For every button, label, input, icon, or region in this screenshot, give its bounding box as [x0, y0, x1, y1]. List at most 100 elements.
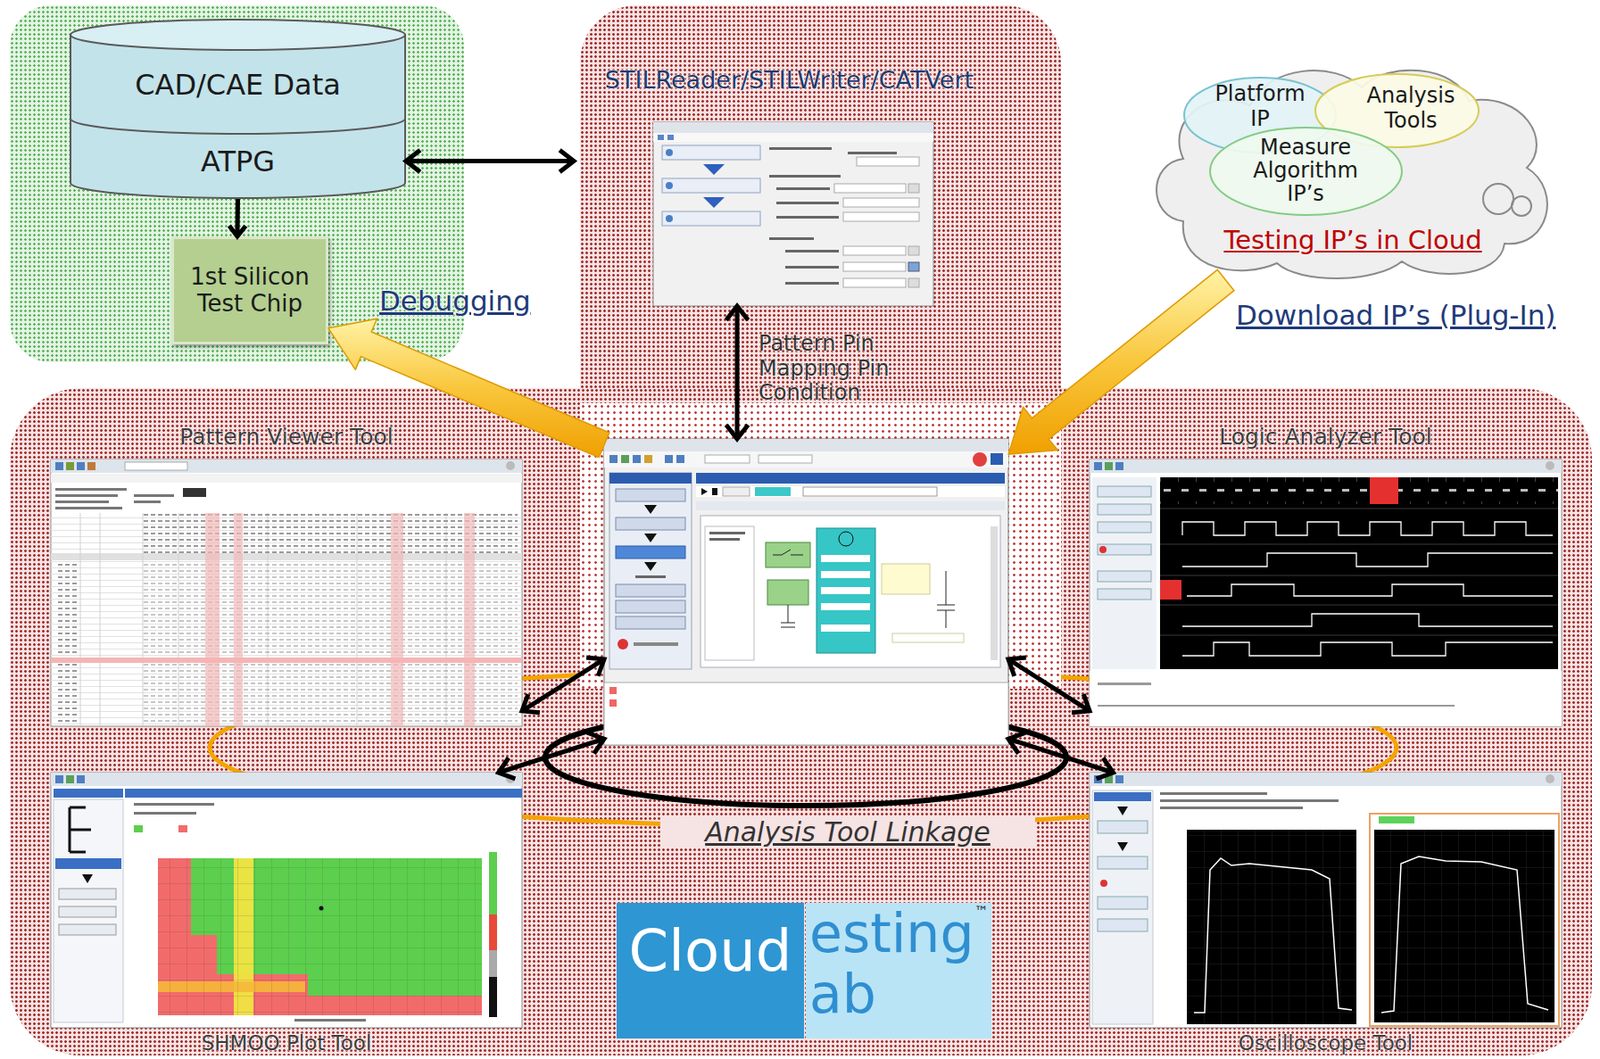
- tool-panel: SHMOO Plot Tool: [50, 772, 523, 1057]
- ip-ellipse: Measure Algorithm IP’s: [1209, 126, 1403, 216]
- stil-converter-screenshot-part: [785, 249, 839, 253]
- stil-converter-screenshot-part: [908, 183, 920, 193]
- stil-converter-screenshot-part: [657, 134, 664, 141]
- pattern-viewer-screenshot-part: [50, 657, 523, 664]
- shmoo-plot-screenshot-part: [124, 788, 523, 798]
- shmoo-plot-screenshot-part: [178, 825, 188, 833]
- main-tool-screenshot-part: [767, 580, 809, 606]
- double-arrow: [522, 657, 605, 713]
- main-tool-screenshot-part: [765, 542, 811, 568]
- arrow-head: [1071, 694, 1090, 713]
- stil-converter-screenshot-part: [908, 278, 920, 288]
- double-arrow: [1008, 657, 1090, 713]
- logic-analyzer-screenshot-part: [1545, 461, 1555, 471]
- text-slot: Download IP’s (Plug-In): [1235, 299, 1556, 332]
- logic-analyzer-screenshot-part: [1092, 477, 1157, 670]
- shmoo-plot-screenshot-part: [294, 1019, 366, 1022]
- text-slot: Oscilloscope Tool: [1089, 1031, 1562, 1055]
- stil-converter-screenshot: [653, 122, 934, 307]
- main-tool-screenshot-part: [604, 451, 1009, 468]
- main-tool-screenshot-part: [704, 455, 750, 464]
- shmoo-plot-screenshot-part: [489, 852, 498, 915]
- ellipse-text: Analysis Tools: [1358, 83, 1464, 133]
- main-tool-screenshot-part: [676, 455, 685, 464]
- oscilloscope-screenshot-part: [1089, 772, 1562, 1028]
- arrow-head: [1008, 657, 1027, 677]
- arrow-shaft: [234, 198, 241, 237]
- block-arrow: [328, 318, 610, 457]
- main-tool-screenshot-part: [609, 687, 617, 695]
- logic-analyzer-screenshot-part: [1160, 477, 1559, 670]
- tool-panel: Oscilloscope Tool: [1089, 772, 1562, 1057]
- oscilloscope-screenshot-part: [1378, 816, 1415, 824]
- shmoo-plot-screenshot-part: [50, 772, 523, 787]
- logic-analyzer-screenshot-part: [1089, 459, 1562, 473]
- main-tool-screenshot-part: [936, 571, 955, 629]
- logic-analyzer-screenshot-part-part: [1182, 642, 1553, 656]
- main-tool-screenshot-part: [772, 549, 804, 556]
- main-tool-screenshot-part: [632, 455, 641, 464]
- oscilloscope-screenshot-part: [1097, 919, 1148, 932]
- converter-title: STILReader/STILWriter/CATVert: [573, 66, 1005, 94]
- arrow-head: [229, 225, 246, 237]
- shmoo-plot-screenshot-part: [53, 788, 124, 798]
- pattern-viewer-screenshot-part: [142, 513, 518, 554]
- oscilloscope-screenshot-part: [1097, 820, 1148, 834]
- arrow-shaft: [735, 306, 740, 440]
- oscilloscope-screenshot-part: [1374, 829, 1555, 1023]
- oscilloscope-screenshot-part: [1160, 806, 1303, 810]
- pattern-viewer-screenshot-part: [182, 488, 207, 498]
- pattern-viewer-screenshot-part: [124, 462, 188, 471]
- arrow-head: [1096, 757, 1114, 779]
- text-slot: esting: [809, 903, 974, 965]
- shmoo-plot-screenshot-part: [489, 977, 498, 1018]
- text-slot: Analysis Tools: [1358, 83, 1464, 133]
- logo-text: esting: [809, 903, 974, 965]
- main-tool-screenshot-part: [615, 489, 686, 502]
- logic-analyzer-screenshot-part-part: [1186, 584, 1553, 597]
- main-tool-screenshot-part: [696, 472, 1005, 484]
- logic-analyzer-screenshot-part: [1097, 704, 1455, 707]
- text-slot: ™: [974, 903, 989, 921]
- linkage-label: Analysis Tool Linkage: [660, 817, 1036, 849]
- logo-text: ab: [809, 963, 877, 1026]
- cloud-puff: [1511, 196, 1532, 216]
- tool-panel: Logic Analyzer Tool: [1089, 421, 1562, 727]
- pattern-viewer-screenshot-part: [76, 462, 85, 471]
- shmoo-plot-screenshot-part: [76, 775, 85, 784]
- stil-converter-screenshot-part: [769, 237, 814, 241]
- stil-converter-screenshot-part: [908, 246, 920, 256]
- logic-analyzer-screenshot-part: [1097, 588, 1152, 600]
- oscilloscope-screenshot-part: [1186, 829, 1357, 1025]
- pattern-viewer-screenshot-part: [55, 500, 109, 504]
- database-text: CAD/CAE Data: [69, 68, 407, 102]
- pattern-viewer-screenshot-part: [142, 562, 518, 727]
- shmoo-plot-screenshot-part: [133, 825, 143, 833]
- block-arrow-body: [328, 318, 610, 457]
- cloud-outline: [1156, 70, 1548, 279]
- logic-analyzer-screenshot-part-part: [1182, 522, 1553, 536]
- shmoo-plot-screenshot-part: [133, 812, 197, 815]
- block-arrow: [1008, 269, 1235, 455]
- shmoo-plot-screenshot-part: [69, 807, 92, 853]
- main-tool-screenshot-part: [635, 575, 666, 579]
- shmoo-plot-screenshot: [50, 772, 523, 1028]
- tool-caption: Oscilloscope Tool: [1089, 1031, 1562, 1055]
- text-slot: ATPG: [69, 145, 407, 179]
- pattern-viewer-screenshot-part: [50, 459, 523, 473]
- pattern-viewer-screenshot: [50, 459, 523, 727]
- logic-analyzer-screenshot-part: [1094, 462, 1103, 471]
- stil-converter-screenshot-part: [665, 215, 673, 223]
- block-arrow-body: [1008, 269, 1235, 455]
- pattern-viewer-screenshot-part: [133, 500, 161, 504]
- shmoo-plot-screenshot-part: [58, 888, 117, 900]
- edge-label: Pattern Pin Mapping Pin Condition: [758, 331, 933, 407]
- stil-converter-screenshot-part: [843, 212, 920, 222]
- logic-analyzer-screenshot-part: [1097, 522, 1152, 533]
- stil-converter-screenshot-part: [847, 151, 897, 155]
- oscilloscope-screenshot-part: [1097, 856, 1148, 870]
- cylinder-divider: [70, 118, 406, 134]
- main-tool-screenshot-part: [633, 642, 679, 647]
- main-tool-screenshot-part: [615, 616, 686, 630]
- shmoo-plot-screenshot-part: [55, 775, 64, 784]
